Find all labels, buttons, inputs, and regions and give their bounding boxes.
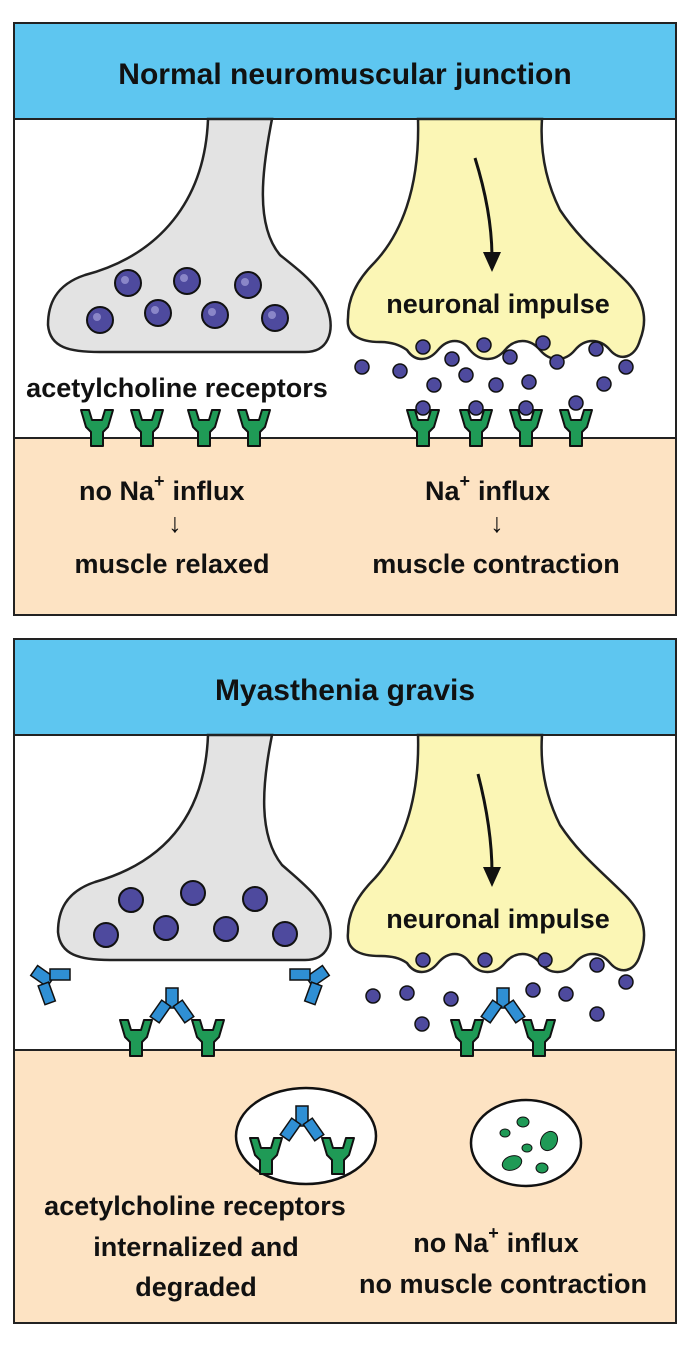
impulse-label-normal: neuronal impulse bbox=[386, 289, 610, 319]
panel-header-normal bbox=[13, 22, 677, 120]
impulse-arrow bbox=[473, 157, 494, 259]
right-caption-line-2: no muscle contraction bbox=[359, 1269, 647, 1299]
left-effect-text: no Na+influx bbox=[79, 471, 245, 506]
impulse-label-myasthenia: neuronal impulse bbox=[386, 904, 610, 934]
synaptic-vesicle bbox=[93, 880, 298, 948]
right-caption-line-1: no Na+influx bbox=[413, 1223, 579, 1258]
active-nerve-terminal bbox=[346, 733, 646, 974]
panel-title-myasthenia: Myasthenia gravis bbox=[215, 674, 475, 707]
endocytic-vesicle bbox=[234, 1086, 378, 1186]
left-caption-line-2: internalized and bbox=[93, 1232, 299, 1262]
receptor-label: acetylcholine receptors bbox=[26, 373, 328, 403]
panel-title-normal: Normal neuromuscular junction bbox=[118, 58, 571, 91]
resting-nerve-terminal bbox=[46, 117, 332, 354]
acetylcholine-molecule bbox=[354, 335, 634, 393]
acetylcholine-molecule bbox=[365, 952, 634, 1032]
left-outcome: muscle relaxed bbox=[74, 549, 269, 579]
muscle-membrane-normal bbox=[13, 437, 677, 616]
left-arrow: ↓ bbox=[168, 508, 182, 538]
panel-myasthenia-gravis: Myasthenia gravis neuronal impulse bbox=[13, 638, 677, 1324]
right-arrow: ↓ bbox=[490, 508, 504, 538]
degradation-vesicle bbox=[469, 1098, 583, 1188]
panel-header-myasthenia bbox=[13, 638, 677, 736]
panel-normal-junction: Normal neuromuscular junction neuronal i… bbox=[13, 22, 677, 616]
right-effect-text: Na+influx bbox=[425, 471, 550, 506]
left-caption-line-3: degraded bbox=[135, 1272, 257, 1302]
impulse-arrow bbox=[476, 773, 494, 874]
left-caption-line-1: acetylcholine receptors bbox=[44, 1191, 346, 1221]
bound-acetylcholine bbox=[415, 395, 584, 416]
right-outcome: muscle contraction bbox=[372, 549, 620, 579]
active-nerve-terminal bbox=[346, 117, 646, 361]
